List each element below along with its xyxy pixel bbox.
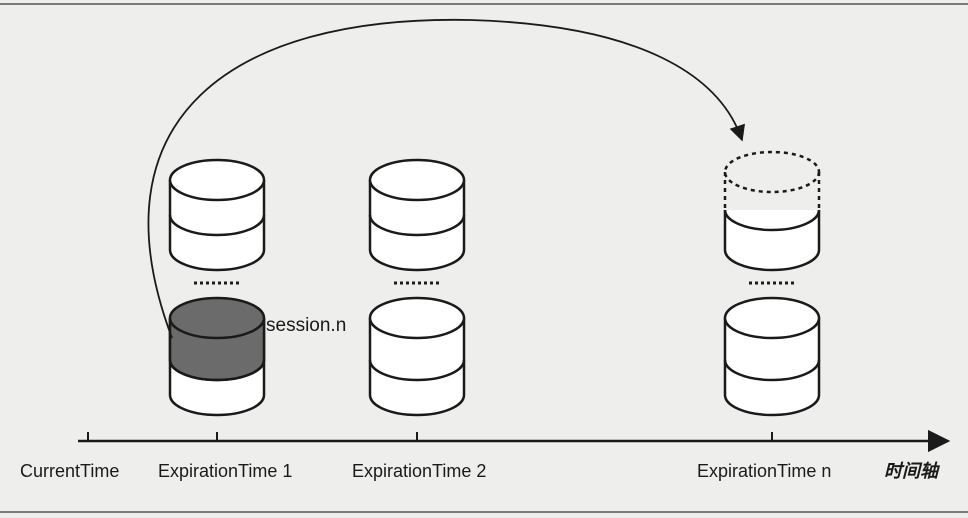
bucket-expiration-n (723, 150, 821, 417)
cylinder-top-stack (723, 209, 821, 272)
tick-label-current: CurrentTime (20, 461, 119, 481)
bucket-expiration-1 (168, 158, 266, 417)
cylinder-bottom-stack (368, 296, 466, 417)
axis-label: 时间轴 (884, 461, 940, 481)
session-cylinder (168, 296, 266, 417)
move-session-arrow (147, 19, 745, 339)
tick-label-exp2: ExpirationTime 2 (352, 461, 486, 481)
bucket-expiration-2 (368, 158, 466, 417)
tick-label-expn: ExpirationTime n (697, 461, 831, 481)
dashed-target-slot (723, 150, 821, 210)
tick-label-exp1: ExpirationTime 1 (158, 461, 292, 481)
cylinder-bottom-stack (723, 296, 821, 417)
cylinder-top-stack (368, 158, 466, 272)
cylinder-top-stack (168, 158, 266, 272)
session-label: session.n (266, 315, 346, 336)
